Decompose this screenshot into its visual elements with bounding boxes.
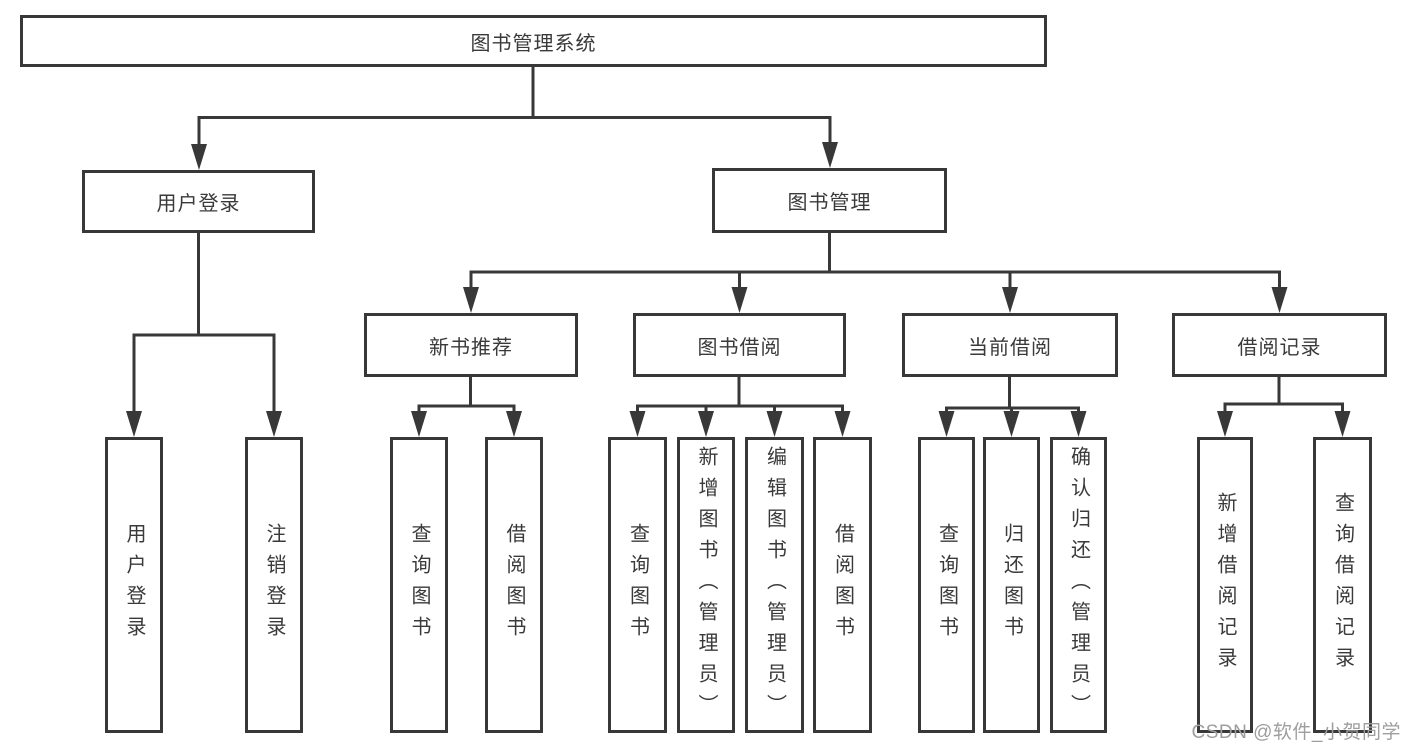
leaf-label: 查询图书: [408, 523, 430, 647]
leaf-borrow-book-recommend: 借阅图书: [485, 437, 543, 733]
leaf-user-login: 用户登录: [105, 437, 163, 733]
leaf-label: 借阅图书: [831, 523, 854, 647]
leaf-label: 新增图书（管理员）: [695, 445, 717, 725]
leaf-label: 确认归还（管理员）: [1067, 445, 1090, 725]
node-label: 当前借阅: [968, 336, 1052, 359]
leaf-borrow-book: 借阅图书: [813, 437, 872, 733]
leaf-add-borrow-record: 新增借阅记录: [1197, 437, 1253, 733]
node-borrowing-records: 借阅记录: [1172, 313, 1387, 377]
leaf-add-book-admin: 新增图书（管理员）: [677, 437, 735, 733]
leaf-logout: 注销登录: [245, 437, 303, 733]
leaf-confirm-return-admin: 确认归还（管理员）: [1050, 437, 1107, 733]
arrowhead-icons: [126, 142, 1351, 437]
leaf-label: 查询图书: [935, 523, 958, 647]
leaf-query-book-current: 查询图书: [918, 437, 975, 733]
leaf-edit-book-admin: 编辑图书（管理员）: [745, 437, 804, 733]
leaf-label: 查询图书: [626, 523, 649, 647]
csdn-watermark: CSDN @软件_小贺同学: [1191, 722, 1401, 743]
node-label: 图书借阅: [697, 336, 782, 359]
node-user-login: 用户登录: [82, 170, 315, 233]
leaf-label: 新增借阅记录: [1214, 492, 1236, 678]
node-label: 图书管理: [787, 192, 872, 214]
node-root-system: 图书管理系统: [20, 15, 1047, 67]
node-book-borrowing: 图书借阅: [633, 313, 846, 377]
node-label: 借阅记录: [1237, 336, 1322, 359]
leaf-query-book-borrowing: 查询图书: [608, 437, 667, 733]
node-new-book-recommend: 新书推荐: [364, 313, 578, 377]
leaf-return-book: 归还图书: [983, 437, 1040, 733]
leaf-query-book-recommend: 查询图书: [390, 437, 448, 733]
leaf-label: 编辑图书（管理员）: [763, 445, 786, 725]
leaf-label: 查询借阅记录: [1331, 492, 1354, 678]
node-label: 新书推荐: [429, 336, 513, 359]
node-current-borrowing: 当前借阅: [902, 313, 1118, 377]
leaf-label: 用户登录: [123, 523, 145, 647]
node-book-management: 图书管理: [712, 168, 947, 233]
node-label: 图书管理系统: [470, 32, 597, 55]
leaf-label: 注销登录: [263, 523, 285, 647]
leaf-label: 归还图书: [1000, 523, 1023, 647]
leaf-query-borrow-record: 查询借阅记录: [1313, 437, 1372, 733]
leaf-label: 借阅图书: [503, 523, 525, 647]
node-label: 用户登录: [156, 193, 241, 215]
